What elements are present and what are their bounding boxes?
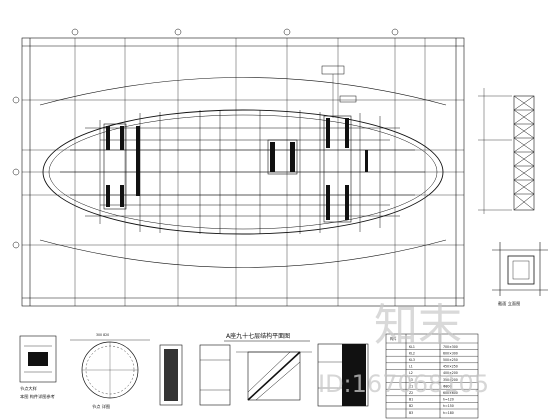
top-label-box [339,95,357,103]
column-section-detail [492,242,548,296]
top-arc [39,77,447,106]
detail-label: 节点大样 [20,385,37,392]
detail-columns [159,344,231,406]
slab-outline-inner [48,114,438,230]
table-cell-name: L3 [409,378,413,382]
table-cell-size: 500×250 [443,358,458,362]
plan-title: A座九十七层结构平面图 [226,332,290,340]
column-elevation [478,88,535,214]
shear-walls [106,118,368,220]
table-cell-name: Z1 [409,384,413,388]
horizontal-grid-axes [22,99,464,246]
detail2-label: 节点 详图 [92,403,110,410]
table-header: 构件 [390,336,397,341]
table-cell-size: 600×300 [443,351,458,355]
detail-left [19,335,57,383]
table-cell-name: Z2 [409,391,413,395]
note-box [321,65,345,75]
axis-bubbles [12,28,399,249]
table-cell-name: L1 [409,365,413,369]
table-cell-name: KL2 [409,351,415,355]
slab-outline-outer [42,109,444,235]
beam-lines [60,127,425,217]
main-plan [12,28,465,307]
table-cell-size: h=120 [443,398,454,402]
elevation-level-marks [478,88,512,214]
detail-note: 本图 构件详图参考 [20,393,55,400]
watermark-brand: 知末 [374,300,462,351]
detail-brace [236,351,312,401]
table-cell-name: B2 [409,404,413,408]
watermark-id: ID:167068105 [318,370,489,398]
table-cell-name: L2 [409,371,413,375]
table-cell-name: KL1 [409,345,415,349]
table-cell-size: 450×250 [443,365,458,369]
table-cell-size: 700×300 [443,345,458,349]
detail-wall [317,343,369,407]
table-cell-name: B3 [409,411,413,415]
bottom-arc [39,239,447,268]
dim-label: 300 820 [96,333,109,337]
table-cell-name: B1 [409,398,413,402]
table-cell-size: 400×200 [443,371,458,375]
core-boxes [103,115,352,223]
table-cell-size: h=150 [443,404,454,408]
table-cell-size: 350×200 [443,378,458,382]
table-cell-size: h=180 [443,411,454,415]
detail-round-column [70,339,150,399]
table-cell-name: KL3 [409,358,415,362]
table-cell-size: Φ800 [443,384,452,388]
table-cell-size: 600×600 [443,391,458,395]
column-section-label: 截面 立面图 [498,300,520,307]
